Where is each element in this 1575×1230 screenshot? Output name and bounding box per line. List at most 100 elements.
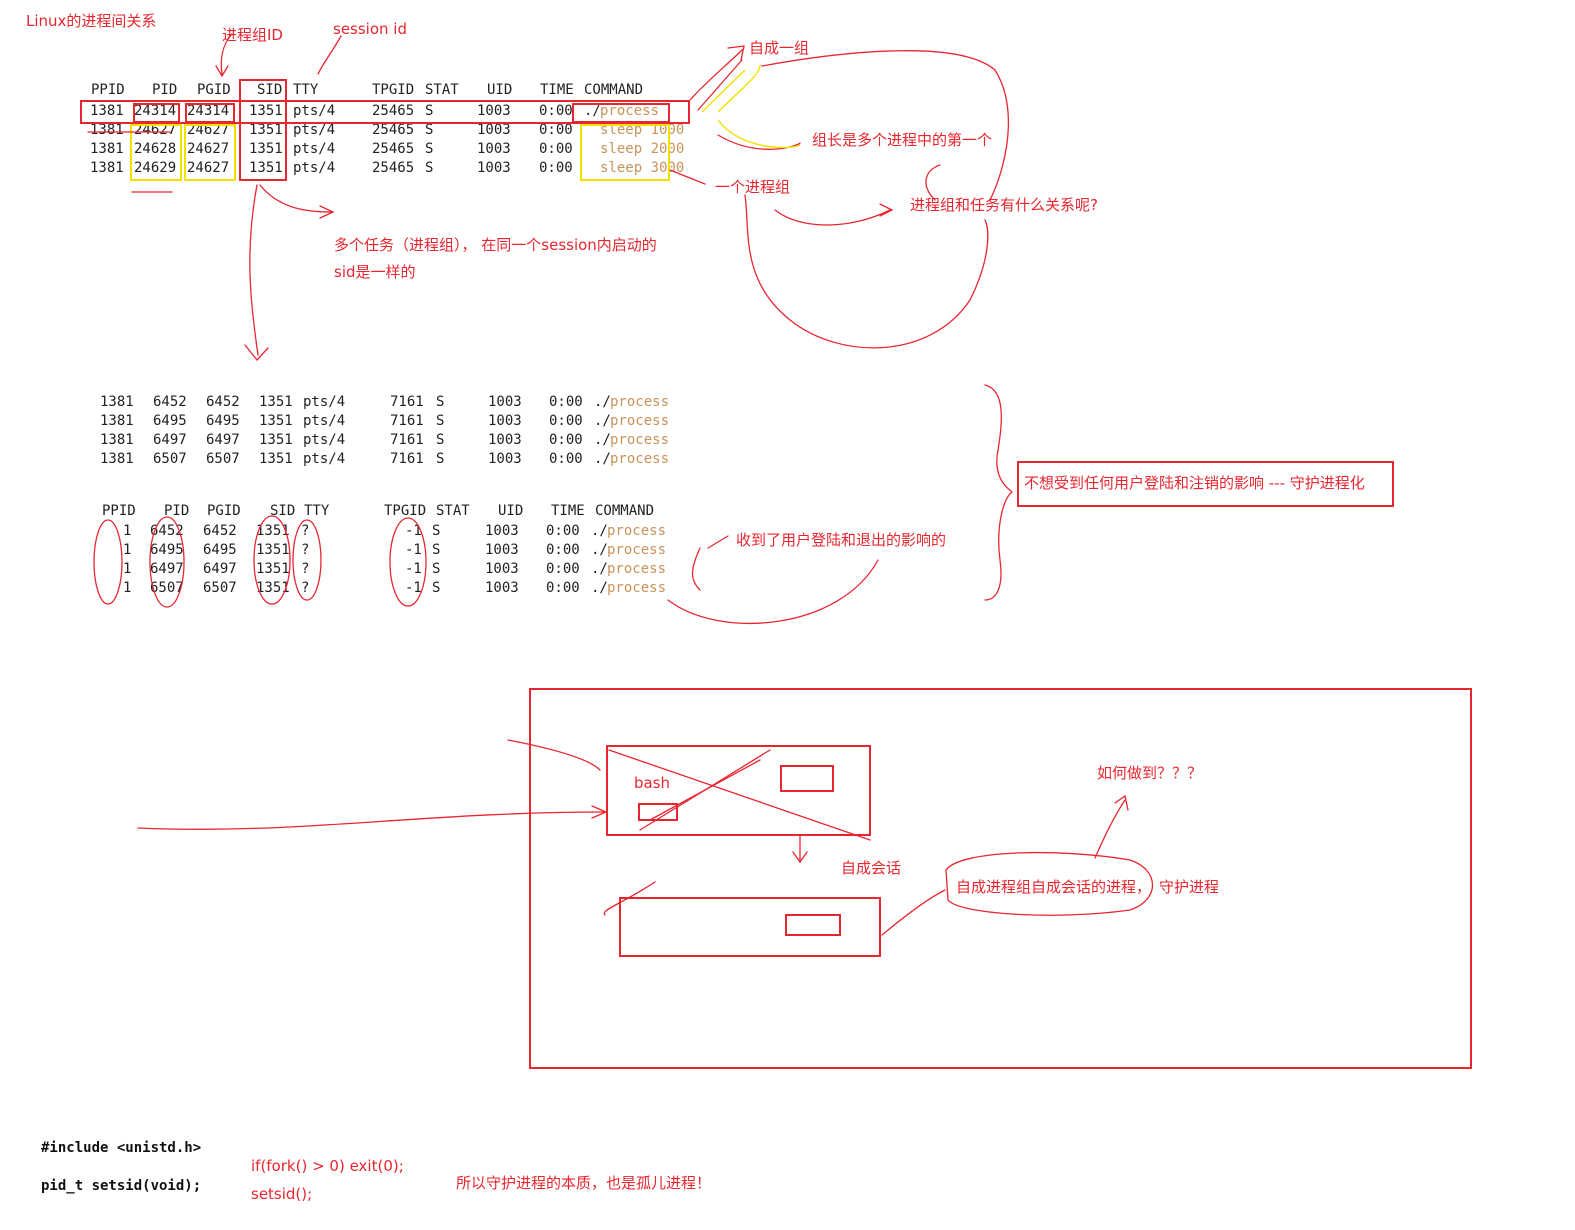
daemonize-note: 不想受到任何用户登陆和注销的影响 --- 守护进程化 [1024,474,1365,492]
cell-pid: 6495 [150,542,184,558]
cell-stat: S [425,141,434,157]
session-id-annotation: session id [333,20,407,38]
cell-sid: 1351 [249,141,283,157]
cell-cmd-prefix: ./ [594,432,611,448]
col-header-ppid: PPID [102,503,136,519]
bash-label: bash [634,774,671,792]
cell-cmd: process [607,580,667,596]
cell-cmd: process [610,432,670,448]
cell-ppid: 1381 [100,451,134,467]
cell-tpgid: 25465 [372,141,415,157]
cell-time: 0:00 [546,561,580,577]
col-header-pid: PID [152,82,178,98]
cell-cmd: sleep 2000 [600,141,685,157]
cell-pgid: 6497 [203,561,237,577]
cell-ppid: 1 [123,542,132,558]
essence-note: 所以守护进程的本质，也是孤儿进程！ [456,1174,712,1192]
cell-tty: ? [301,542,310,558]
col-header-pgid: PGID [197,82,231,98]
cell-time: 0:00 [549,432,583,448]
cell-sid: 1351 [249,160,283,176]
cell-pgid: 24627 [187,160,230,176]
cell-tty: pts/4 [303,432,346,448]
cell-cmd-prefix: ./ [591,542,608,558]
cell-time: 0:00 [539,160,573,176]
cell-ppid: 1381 [90,141,124,157]
daemon-definition: 自成进程组自成会话的进程， [956,878,1152,896]
cell-cmd: process [607,561,667,577]
cell-uid: 1003 [485,542,519,558]
cell-tpgid: 25465 [372,103,415,119]
col-header-tty: TTY [304,503,330,519]
cell-tty: pts/4 [303,413,346,429]
cell-cmd: process [610,394,670,410]
col-header-time: TIME [551,503,585,519]
cell-tpgid: -1 [405,561,422,577]
col-header-uid: UID [498,503,524,519]
cell-tpgid: 7161 [390,432,424,448]
cell-tpgid: 25465 [372,160,415,176]
cell-ppid: 1 [123,523,132,539]
cell-cmd-prefix: ./ [591,523,608,539]
pgid-yellow-box [184,124,236,181]
cell-ppid: 1381 [100,413,134,429]
cell-sid: 1351 [259,451,293,467]
col-header-tpgid: TPGID [384,503,427,519]
cell-pid: 6497 [150,561,184,577]
cell-uid: 1003 [488,413,522,429]
cell-stat: S [432,561,441,577]
leader-first-annotation: 组长是多个进程中的第一个 [812,131,993,149]
cell-tpgid: -1 [405,542,422,558]
daemonize-box [1017,461,1394,507]
cell-tpgid: 7161 [390,413,424,429]
cell-uid: 1003 [485,523,519,539]
col-header-ppid: PPID [91,82,125,98]
cell-cmd: sleep 3000 [600,160,685,176]
cell-cmd-prefix: ./ [594,451,611,467]
cell-cmd: sleep 1000 [600,122,685,138]
cell-sid: 1351 [249,103,283,119]
cell-tty: pts/4 [303,394,346,410]
cell-cmd-prefix: ./ [591,561,608,577]
cell-uid: 1003 [477,160,511,176]
pid-box [133,103,180,123]
cell-time: 0:00 [546,523,580,539]
cell-pgid: 6452 [203,523,237,539]
cell-tty: pts/4 [293,141,336,157]
cell-tty: pts/4 [303,451,346,467]
how-question: 如何做到？？？ [1097,764,1203,782]
cell-stat: S [425,122,434,138]
cell-tpgid: 7161 [390,451,424,467]
cell-stat: S [425,103,434,119]
col-header-sid: SID [270,503,296,519]
cell-ppid: 1381 [100,432,134,448]
cell-time: 0:00 [546,580,580,596]
cell-tty: pts/4 [293,122,336,138]
cell-sid: 1351 [256,580,290,596]
cell-cmd: process [600,103,660,119]
cell-tty: ? [301,523,310,539]
col-header-sid: SID [257,82,283,98]
cell-time: 0:00 [539,103,573,119]
cell-stat: S [436,451,445,467]
multi-task-note-line1: 多个任务（进程组）， 在同一个session内启动的 [334,236,657,254]
cell-cmd-prefix: ./ [594,413,611,429]
cell-sid: 1351 [256,523,290,539]
cell-pgid: 6507 [206,451,240,467]
self-session-note: 自成会话 [841,859,902,877]
cell-stat: S [432,542,441,558]
cell-pgid: 24627 [187,122,230,138]
cell-pgid: 24627 [187,141,230,157]
cell-stat: S [436,413,445,429]
cell-tpgid: -1 [405,580,422,596]
cell-tty: ? [301,561,310,577]
cell-pgid: 24314 [187,103,230,119]
cell-time: 0:00 [539,122,573,138]
pid-yellow-box [130,124,182,181]
cell-cmd: process [607,523,667,539]
cell-tpgid: 7161 [390,394,424,410]
col-header-stat: STAT [436,503,470,519]
cell-time: 0:00 [546,542,580,558]
cell-cmd: process [607,542,667,558]
cell-uid: 1003 [477,141,511,157]
